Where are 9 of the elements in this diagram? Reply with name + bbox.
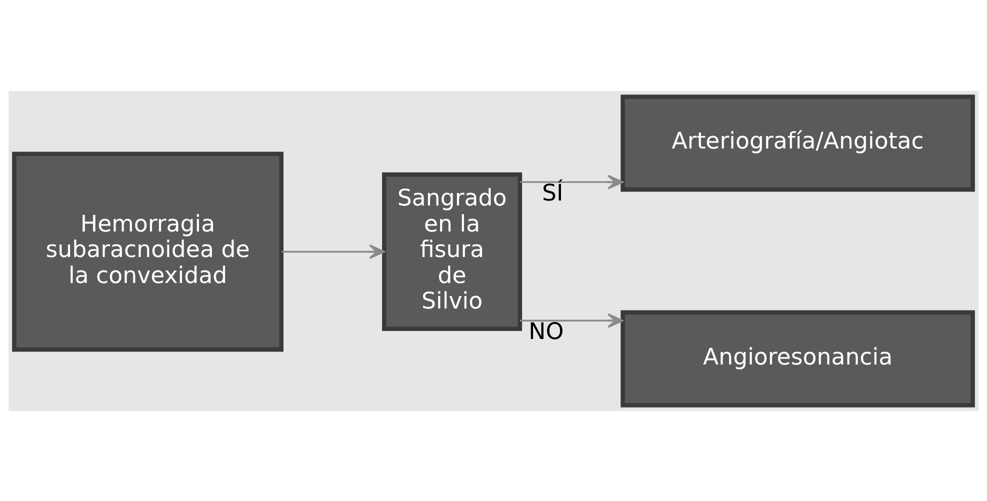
- node-box: Sangrado en la fisura de Silvio: [382, 172, 522, 330]
- arrow: [520, 312, 624, 328]
- node-box: Angioresonancia: [620, 310, 975, 407]
- node-box: Arteriografía/Angiotac: [620, 94, 975, 192]
- arrow: [520, 174, 624, 189]
- node-box: Hemorragia subaracnoidea de la convexidad: [12, 151, 284, 352]
- edge-label: SÍ: [542, 180, 564, 206]
- edge-label: NO: [528, 318, 564, 344]
- arrow: [282, 244, 385, 258]
